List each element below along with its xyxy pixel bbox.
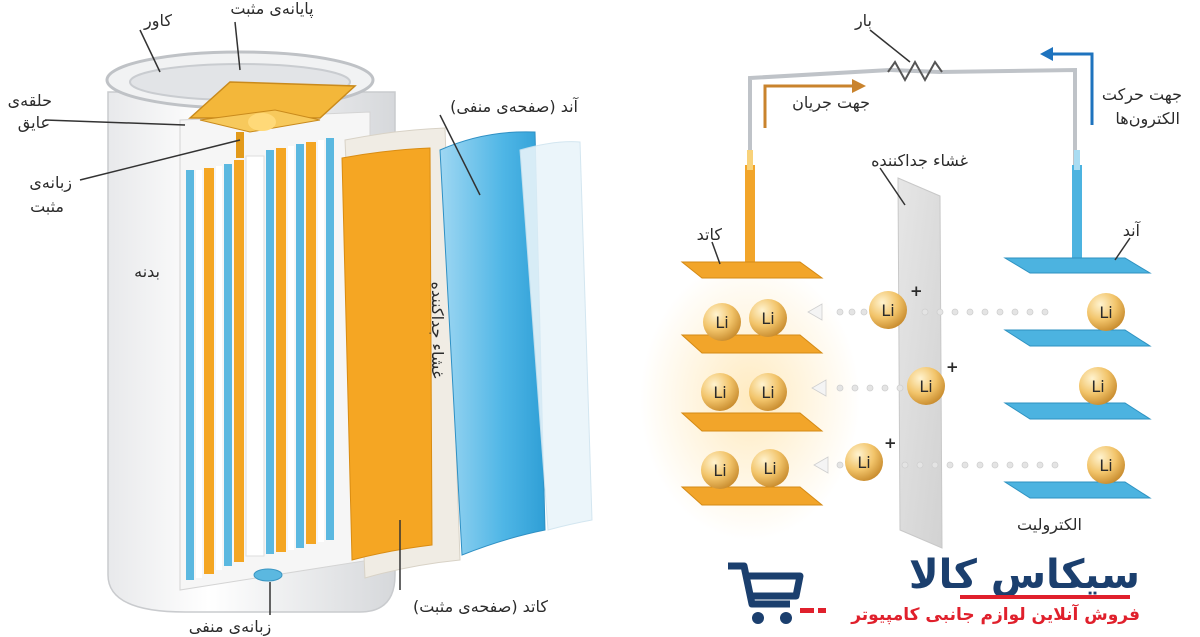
li-ion: Li xyxy=(751,449,789,487)
label-positive-terminal: پایانه‌ی مثبت xyxy=(230,0,313,19)
anode-sheet xyxy=(439,131,546,556)
cathode-plates xyxy=(680,261,824,506)
label-cover: کاور xyxy=(143,11,172,31)
svg-text:Li: Li xyxy=(763,459,776,478)
li-ion-migrating: Li + xyxy=(907,358,959,405)
label-body: بدنه xyxy=(134,262,160,281)
ion-paths xyxy=(807,303,1059,474)
svg-text:Li: Li xyxy=(1091,377,1104,396)
label-positive-tab-1: زبانه‌ی xyxy=(29,173,72,193)
svg-text:+: + xyxy=(910,282,923,300)
label-insulating-ring-2: عایق xyxy=(18,113,50,133)
li-ion: Li xyxy=(749,299,787,337)
label-separator-vertical: غشاء جداکننده xyxy=(428,282,447,379)
li-ion: Li xyxy=(1079,367,1117,405)
anode-plates xyxy=(1003,257,1152,499)
anode-terminal-post xyxy=(1072,165,1082,265)
brand-logo: سیکاس کالا فروش آنلاین لوازم جانبی کامپی… xyxy=(728,552,1140,625)
separator-outer-sheet xyxy=(519,141,593,531)
li-ion: Li xyxy=(701,451,739,489)
positive-tab xyxy=(236,132,244,158)
svg-text:Li: Li xyxy=(761,309,774,328)
label-electron-direction-1: جهت حرکت xyxy=(1102,85,1182,105)
li-ion: Li xyxy=(703,303,741,341)
label-anode: آند xyxy=(1123,221,1142,240)
current-direction-arrow xyxy=(763,84,855,128)
cell-schematic: بار جهت جریان جهت حرکت الکترون‌ها xyxy=(640,11,1182,549)
label-electrolyte: الکترولیت xyxy=(1017,515,1082,535)
label-electron-direction-2: الکترون‌ها xyxy=(1115,109,1180,129)
li-ion-migrating: Li + xyxy=(845,434,897,481)
brand-name: سیکاس کالا xyxy=(909,552,1140,598)
battery-illustration: کاور پایانه‌ی مثبت حلقه‌ی عایق زبانه‌ی م… xyxy=(8,0,593,637)
svg-text:Li: Li xyxy=(919,377,932,396)
li-ion: Li xyxy=(1087,446,1125,484)
svg-text:Li: Li xyxy=(713,383,726,402)
li-ion-migrating: Li + xyxy=(869,282,923,329)
load-resistor xyxy=(887,59,943,83)
separator-membrane xyxy=(897,177,943,549)
label-insulating-ring-1: حلقه‌ی xyxy=(8,91,52,110)
label-positive-tab-2: مثبت xyxy=(30,197,64,216)
label-anode-sheet: آند (صفحه‌ی منفی) xyxy=(450,97,579,116)
circuit-wire xyxy=(748,67,1077,170)
li-ion: Li xyxy=(1087,293,1125,331)
svg-text:Li: Li xyxy=(1099,456,1112,475)
li-ion: Li xyxy=(749,373,787,411)
svg-text:Li: Li xyxy=(1099,303,1112,322)
electrode-stack xyxy=(186,138,334,580)
electron-direction-arrow xyxy=(1050,52,1094,125)
label-separator: غشاء جداکننده xyxy=(871,151,968,170)
label-cathode: کاتد xyxy=(697,225,723,244)
shopping-cart-icon xyxy=(728,562,826,624)
svg-text:Li: Li xyxy=(761,383,774,402)
label-cathode-sheet: کاتد (صفحه‌ی مثبت) xyxy=(413,597,548,616)
cathode-sheet xyxy=(341,147,433,561)
label-current-direction: جهت جریان xyxy=(792,93,870,113)
svg-text:+: + xyxy=(946,358,959,376)
li-ion: Li xyxy=(701,373,739,411)
svg-text:Li: Li xyxy=(881,301,894,320)
negative-tab xyxy=(253,568,283,582)
svg-text:Li: Li xyxy=(857,453,870,472)
label-load: بار xyxy=(854,11,872,31)
svg-text:Li: Li xyxy=(715,313,728,332)
lithium-ions: Li Li Li Li Li Li Li + Li + Li + Li Li Li xyxy=(701,282,1125,489)
cathode-terminal-post xyxy=(745,165,755,265)
label-negative-tab: زبانه‌ی منفی xyxy=(189,617,272,637)
brand-tagline: فروش آنلاین لوازم جانبی کامپیوتر xyxy=(850,603,1140,625)
svg-text:Li: Li xyxy=(713,461,726,480)
svg-text:+: + xyxy=(884,434,897,452)
